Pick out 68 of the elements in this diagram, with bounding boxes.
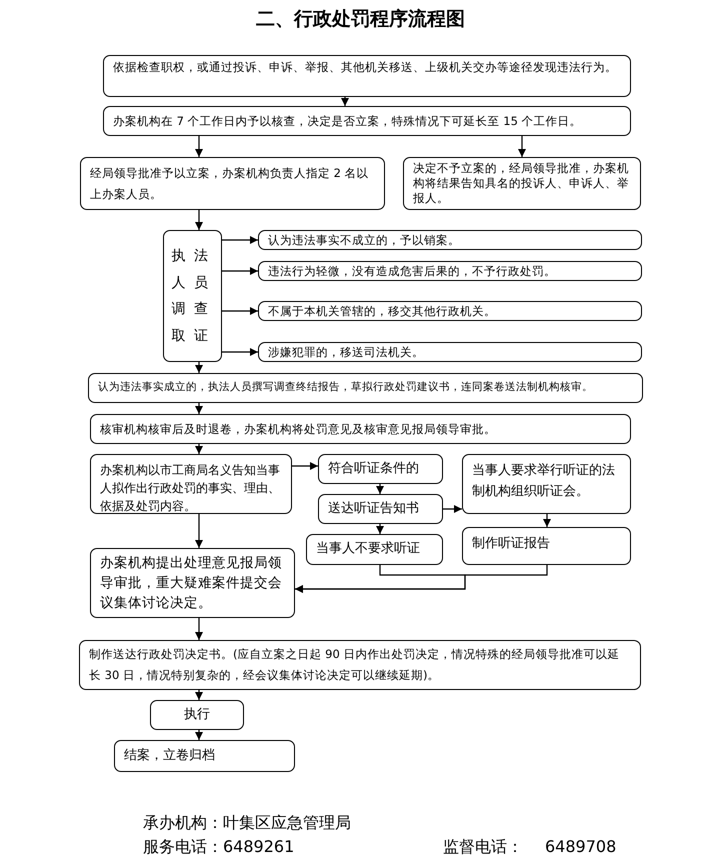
process-box: [258, 301, 642, 321]
arrow: [292, 462, 318, 470]
arrow: [376, 524, 384, 534]
arrow: [543, 514, 551, 527]
arrow: [443, 505, 462, 513]
footer-text: 承办机构：叶集区应急管理局: [143, 813, 351, 834]
process-box: [462, 454, 631, 514]
box-text: 符合听证条件的: [328, 460, 419, 478]
arrow: [195, 690, 203, 700]
box-text: 当事人不要求听证: [316, 540, 420, 558]
box-text: 结案，立卷归档: [124, 746, 215, 765]
process-box: [103, 106, 631, 136]
box-text: 当事人要求举行听证的法制机构组织听证会。: [472, 462, 616, 501]
box-text: 认为违法事实不成立的，予以销案。: [268, 232, 460, 248]
process-box: [258, 230, 642, 250]
box-text: 决定不予立案的，经局领导批准，办案机构将结果告知具名的投诉人、申诉人、举报人。: [413, 161, 630, 206]
process-box: [90, 454, 292, 514]
arrow: [341, 97, 349, 106]
process-box: [79, 640, 641, 690]
arrow: [195, 618, 203, 640]
arrow: [195, 362, 203, 373]
box-text: 办案机构以市工商局名义告知当事人拟作出行政处罚的事实、理由、依据及处罚内容。: [100, 462, 281, 515]
process-box: [306, 534, 443, 565]
footer-text: 服务电话：6489261: [143, 837, 294, 858]
diagram-title: 二、行政处罚程序流程图: [255, 7, 466, 32]
arrow: [195, 136, 203, 157]
process-box: [150, 700, 244, 730]
process-box: [90, 548, 295, 618]
process-box: [90, 414, 631, 444]
process-box: [258, 342, 642, 362]
arrow: [295, 565, 548, 593]
box-text: 经局领导批准予以立案，办案机构负责人指定 2 名以上办案人员。: [90, 164, 370, 202]
arrow: [222, 348, 258, 356]
arrow: [222, 267, 258, 275]
footer-text: 监督电话：: [443, 837, 523, 858]
process-box: [462, 527, 631, 565]
box-text: 违法行为轻微，没有造成危害后果的，不予行政处罚。: [268, 262, 556, 280]
box-text: 执行: [184, 706, 210, 724]
box-text: 涉嫌犯罪的，移送司法机关。: [268, 344, 424, 360]
process-box: [80, 157, 385, 210]
footer-text: 6489708: [545, 837, 616, 856]
box-text: 认为违法事实成立的，执法人员撰写调查终结报告，草拟行政处罚建议书，连同案卷送法制机构核审。: [98, 380, 593, 396]
process-box: [88, 373, 643, 403]
process-box: [403, 157, 641, 210]
arrow: [195, 730, 203, 740]
arrow: [195, 210, 203, 230]
process-box: [103, 55, 631, 97]
process-box: [114, 740, 295, 772]
box-text: 核审机构核审后及时退卷，办案机构将处罚意见及核审意见报局领导审批。: [100, 420, 496, 438]
box-text: 办案机构提出处理意见报局领导审批，重大疑难案件提交会议集体讨论决定。: [100, 554, 283, 614]
box-text: 制作听证报告: [472, 535, 550, 553]
arrow: [222, 236, 258, 244]
box-text: 依据检查职权，或通过投诉、申诉、举报、其他机关移送、上级机关交办等途径发现违法行为。: [113, 62, 617, 74]
box-text: 送达听证告知书: [328, 500, 419, 518]
box-text: 执法人员调查取证: [170, 247, 218, 346]
arrow: [195, 403, 203, 414]
process-box: [318, 454, 443, 484]
process-box: [318, 494, 443, 524]
arrow: [518, 136, 526, 157]
box-text: 制作送达行政处罚决定书。(应自立案之日起 90 日内作出处罚决定，情况特殊的经局领导批准可以延长 30 日，情况特别复杂的，经会议集体讨论决定可以继续延期)。: [89, 646, 620, 684]
arrow: [195, 444, 203, 454]
box-text: 不属于本机关管辖的，移交其他行政机关。: [268, 302, 496, 320]
arrow: [195, 514, 203, 548]
arrow: [222, 307, 258, 315]
arrow: [376, 484, 384, 494]
box-text: 办案机构在 7 个工作日内予以核查，决定是否立案，特殊情况下可延长至 15 个工作日。: [113, 112, 582, 130]
process-box-vertical: [163, 230, 222, 362]
process-box: [258, 261, 642, 281]
